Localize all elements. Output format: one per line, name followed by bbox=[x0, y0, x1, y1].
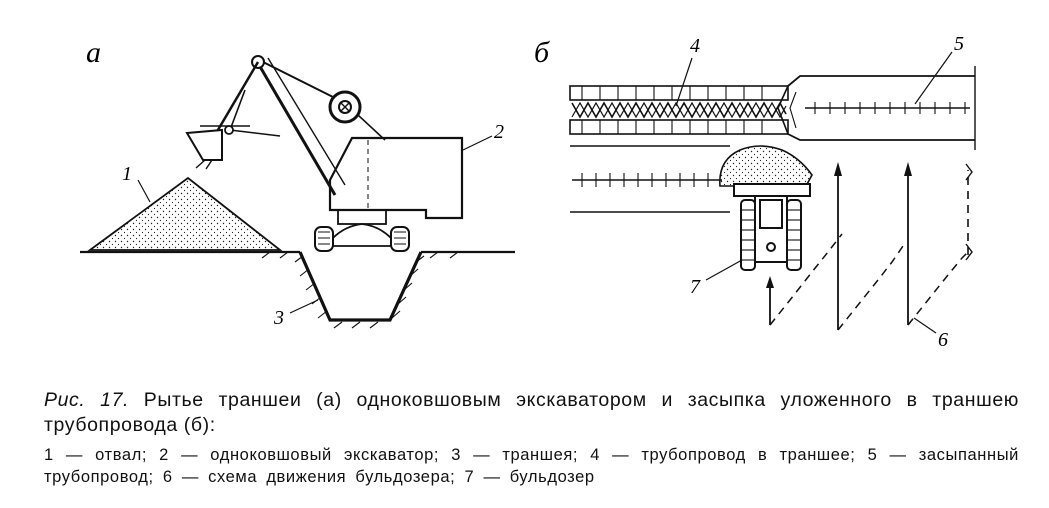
callout-3: 3 bbox=[273, 299, 319, 329]
panel-b-label: б bbox=[534, 36, 550, 69]
backfilled-pipeline bbox=[777, 66, 976, 150]
callout-6: 6 bbox=[913, 317, 948, 351]
svg-text:3: 3 bbox=[273, 307, 284, 329]
svg-text:5: 5 bbox=[954, 33, 964, 55]
callout-7: 7 bbox=[690, 259, 743, 298]
callout-5: 5 bbox=[914, 33, 964, 105]
figure-drawing: а bbox=[80, 33, 976, 351]
panel-b-backfill: б bbox=[534, 33, 976, 351]
svg-text:1: 1 bbox=[122, 163, 132, 185]
pipe-section-lower bbox=[570, 145, 730, 213]
trench bbox=[261, 251, 459, 329]
svg-text:2: 2 bbox=[494, 121, 504, 143]
caption-title-text: Рытье траншеи (а) одноковшовым экскавато… bbox=[44, 389, 1019, 436]
bulldozer-movement-scheme bbox=[766, 162, 973, 331]
figure-caption: Рис. 17. Рытье траншеи (а) одноковшовым … bbox=[44, 388, 1019, 488]
callout-2: 2 bbox=[462, 121, 504, 151]
caption-legend: 1 — отвал; 2 — одноковшовый экскаватор; … bbox=[44, 446, 1019, 486]
svg-text:6: 6 bbox=[938, 329, 948, 351]
excavator bbox=[185, 55, 464, 252]
caption-figure-number: Рис. 17. bbox=[44, 389, 130, 411]
callout-1: 1 bbox=[122, 163, 151, 203]
svg-text:4: 4 bbox=[690, 35, 700, 57]
soil-pile bbox=[719, 145, 813, 187]
spoil-heap bbox=[87, 176, 283, 251]
callout-4: 4 bbox=[675, 35, 700, 107]
bulldozer bbox=[733, 183, 811, 271]
caption-title: Рис. 17. Рытье траншеи (а) одноковшовым … bbox=[44, 388, 1019, 438]
panel-a-label: а bbox=[86, 36, 101, 69]
pipeline-in-trench bbox=[569, 85, 789, 135]
svg-text:7: 7 bbox=[690, 276, 701, 298]
panel-a-excavator: а bbox=[80, 36, 515, 329]
